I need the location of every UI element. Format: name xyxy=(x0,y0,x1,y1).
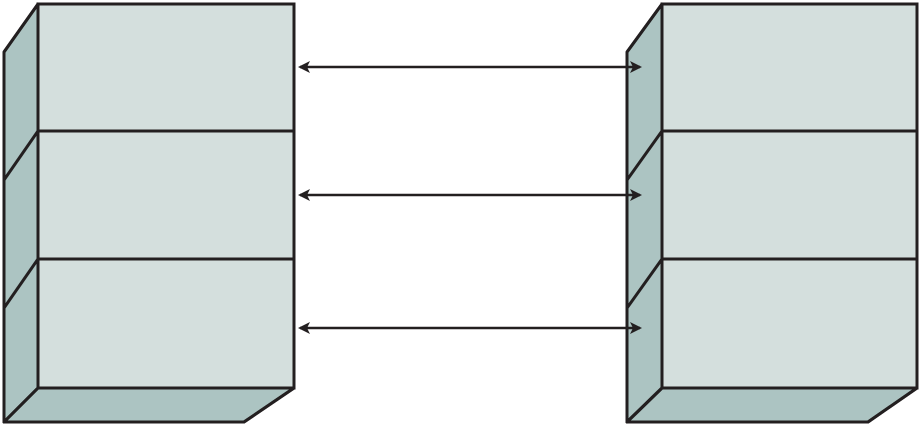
right-stack-side-divider-2 xyxy=(625,258,664,309)
right-stack-front-corner xyxy=(625,386,664,424)
left-stack-layer-3 xyxy=(36,257,296,390)
left-stack-front-corner xyxy=(2,386,40,424)
left-stack-side xyxy=(2,2,40,424)
left-stack-layer-1 xyxy=(36,2,296,133)
left-stack-layer-2 xyxy=(36,129,296,261)
left-stack-outline xyxy=(2,2,296,424)
right-stack-layer-2 xyxy=(660,129,919,261)
right-stack xyxy=(625,2,919,424)
right-stack-layer-1 xyxy=(660,2,919,133)
right-stack-side-divider-1 xyxy=(625,130,664,181)
left-stack-side-divider-1 xyxy=(2,130,40,181)
left-stack xyxy=(2,2,296,424)
left-stack-side-divider-2 xyxy=(2,258,40,309)
right-stack-layer-3 xyxy=(660,257,919,390)
connections xyxy=(298,61,642,334)
